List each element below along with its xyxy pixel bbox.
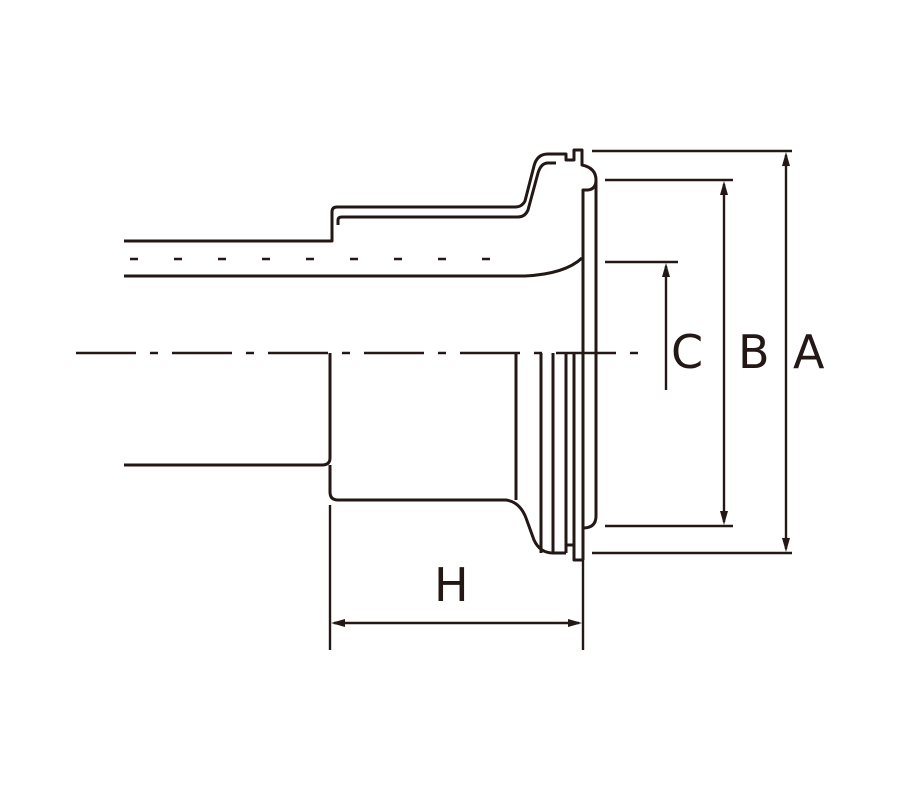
dimension-h: H [328,505,585,650]
lower-outside-view [124,258,598,562]
dimension-a: A [592,149,825,555]
dimension-h-arrow-right [568,619,582,627]
dimension-h-label: H [434,558,469,612]
pipe-lower-outer-line [124,353,332,467]
dimension-a-arrow-top [782,152,790,166]
pipe-upper-wall-line [124,152,557,243]
dimension-a-arrow-bottom [782,538,790,552]
pipe-bore-line [124,256,584,278]
dimension-h-arrow-left [331,619,345,627]
dimension-b-label: B [738,325,770,379]
dimension-c: C [605,260,703,390]
dimension-b-arrow-bottom [720,511,728,525]
ferrule-body-outline [328,465,557,555]
flange-upper-profile [557,148,598,258]
dimension-c-label: C [671,325,703,379]
flange-lower-profile [582,258,598,530]
ferrule-inner-line [336,161,556,225]
dimension-b: B [605,178,770,528]
dimension-c-arrow-top [662,263,670,277]
upper-section [124,148,598,560]
dimension-b-arrow-top [720,181,728,195]
dimension-a-label: A [793,325,825,379]
groove-bottom-outline [553,543,583,562]
